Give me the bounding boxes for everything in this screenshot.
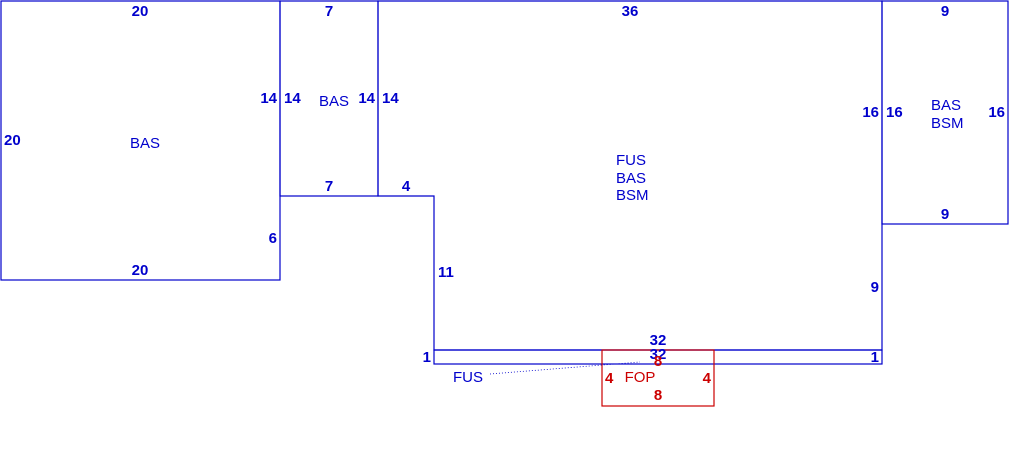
dim-strip-right: 1 bbox=[871, 349, 879, 366]
dim-left-bottom: 20 bbox=[132, 262, 149, 279]
dim-porch-left: 4 bbox=[605, 370, 614, 387]
right-block-label-1: BAS bbox=[931, 97, 961, 114]
dim-main-top: 36 bbox=[622, 3, 639, 20]
dim-main-step: 4 bbox=[402, 178, 411, 195]
small-block-label: BAS bbox=[319, 93, 349, 110]
strip-leader-line bbox=[489, 361, 641, 375]
dim-left-top: 20 bbox=[132, 3, 149, 20]
dim-right-right: 16 bbox=[988, 104, 1005, 121]
dim-main-right-lower: 9 bbox=[871, 279, 879, 296]
dim-left-left: 20 bbox=[4, 132, 21, 149]
dim-strip-left: 1 bbox=[423, 349, 431, 366]
dim-small-left: 14 bbox=[284, 90, 301, 107]
porch-label: FOP bbox=[625, 369, 656, 386]
dim-main-bottom: 32 bbox=[650, 332, 667, 349]
dim-main-left-lower: 11 bbox=[438, 264, 454, 281]
dim-porch-top: 8 bbox=[654, 353, 662, 370]
dim-small-bottom: 7 bbox=[325, 178, 333, 195]
dim-main-left-upper: 14 bbox=[382, 90, 399, 107]
dim-right-left: 16 bbox=[886, 104, 903, 121]
strip-label: FUS bbox=[453, 369, 483, 386]
dim-porch-bottom: 8 bbox=[654, 387, 662, 404]
right-block-label-2: BSM bbox=[931, 115, 964, 132]
dim-left-right-lower: 6 bbox=[269, 230, 277, 247]
main-block-label-2: BAS bbox=[616, 170, 646, 187]
dim-left-right: 14 bbox=[260, 90, 277, 107]
main-block-label-1: FUS bbox=[616, 152, 646, 169]
dim-small-right: 14 bbox=[358, 90, 375, 107]
dim-right-top: 9 bbox=[941, 3, 949, 20]
dim-small-top: 7 bbox=[325, 3, 333, 20]
dim-strip-top: 32 bbox=[650, 346, 667, 363]
right-block-outline bbox=[881, 0, 1009, 225]
dim-porch-right: 4 bbox=[703, 370, 712, 387]
dim-right-bottom: 9 bbox=[941, 206, 949, 223]
left-block-label: BAS bbox=[130, 135, 160, 152]
dim-main-right-upper: 16 bbox=[862, 104, 879, 121]
main-block-label-3: BSM bbox=[616, 187, 649, 204]
porch-outline bbox=[601, 349, 715, 407]
